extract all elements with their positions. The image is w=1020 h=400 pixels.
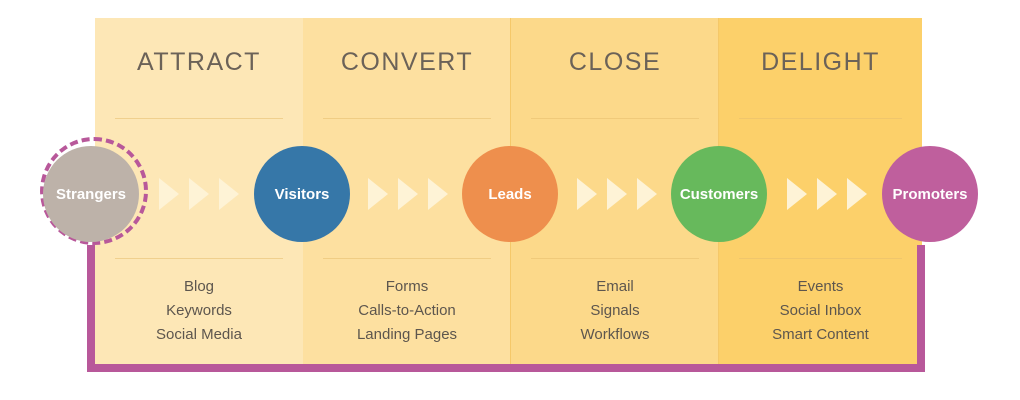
chevron-right-icon: [787, 178, 807, 210]
chevron-right-icon: [398, 178, 418, 210]
divider: [739, 258, 902, 259]
node-promoters: Promoters: [882, 146, 978, 242]
chevron-right-icon: [577, 178, 597, 210]
stage-title: DELIGHT: [761, 48, 880, 76]
chevron-right-icon: [847, 178, 867, 210]
node-customers: Customers: [671, 146, 767, 242]
chevron-right-icon: [637, 178, 657, 210]
stage-title: CLOSE: [568, 48, 662, 76]
tactic-item: Social Media: [156, 326, 242, 343]
chevron-right-icon: [817, 178, 837, 210]
tactics-list: Email Signals Workflows: [511, 275, 719, 347]
divider: [531, 118, 699, 119]
tactic-item: Smart Content: [772, 326, 869, 343]
divider: [739, 118, 902, 119]
stage-title: ATTRACT: [137, 48, 261, 76]
tactics-list: Forms Calls-to-Action Landing Pages: [303, 275, 511, 347]
chevron-right-icon: [428, 178, 448, 210]
stage-title: CONVERT: [340, 48, 474, 76]
chevron-right-icon: [607, 178, 627, 210]
chevron-right-icon: [368, 178, 388, 210]
chevron-right-icon: [219, 178, 239, 210]
chevron-group: [575, 178, 659, 210]
tactic-item: Signals: [590, 302, 640, 319]
chevron-group: [785, 178, 869, 210]
node-strangers: Strangers: [43, 146, 139, 242]
tactic-item: Events: [797, 278, 844, 295]
divider: [115, 258, 283, 259]
tactic-item: Forms: [385, 278, 429, 295]
chevron-right-icon: [189, 178, 209, 210]
tactics-list: Blog Keywords Social Media: [95, 275, 303, 347]
tactic-item: Blog: [183, 278, 215, 295]
tactic-item: Email: [596, 278, 634, 295]
divider: [323, 118, 491, 119]
chevron-group: [157, 178, 241, 210]
chevron-group: [366, 178, 450, 210]
tactic-item: Calls-to-Action: [358, 302, 456, 319]
divider: [531, 258, 699, 259]
tactics-list: Events Social Inbox Smart Content: [719, 275, 922, 347]
strangers-dashed-ring: [40, 137, 148, 245]
loop-back-connector: [87, 245, 925, 372]
divider: [115, 118, 283, 119]
tactic-item: Workflows: [580, 326, 650, 343]
node-visitors: Visitors: [254, 146, 350, 242]
chevron-right-icon: [159, 178, 179, 210]
tactic-item: Social Inbox: [779, 302, 862, 319]
node-leads: Leads: [462, 146, 558, 242]
tactic-item: Landing Pages: [356, 326, 458, 343]
divider: [323, 258, 491, 259]
tactic-item: Keywords: [166, 302, 232, 319]
